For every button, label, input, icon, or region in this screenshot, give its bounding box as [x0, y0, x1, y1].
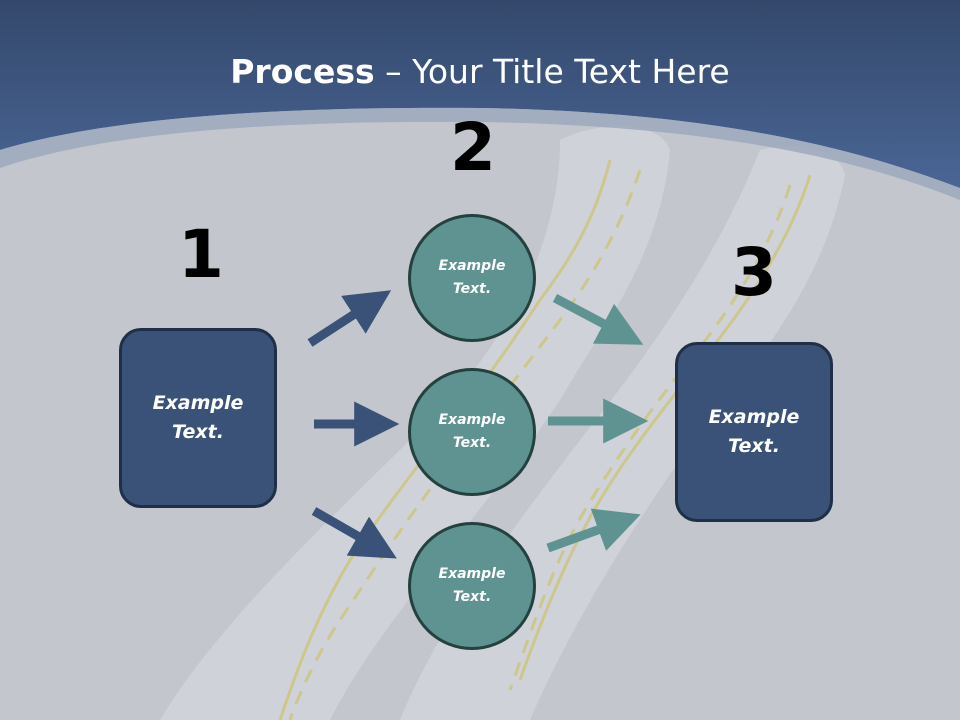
slide-title: Process – Your Title Text Here: [0, 52, 960, 91]
arrow-1-to-2c: [311, 507, 397, 559]
step-3-label: Example Text.: [708, 406, 800, 457]
step-2-label-bottom: Example Text.: [438, 566, 506, 605]
step-1-label: Example Text.: [152, 392, 244, 443]
step-2-circle-bottom: Example Text.: [408, 522, 536, 650]
step-2-label-top: Example Text.: [438, 258, 506, 297]
step-3-box: Example Text.: [675, 342, 833, 522]
step-1-box: Example Text.: [119, 328, 277, 508]
arrow-2a-to-3: [552, 294, 644, 345]
arrow-1-to-2a: [307, 290, 392, 347]
step-2-circle-top: Example Text.: [408, 214, 536, 342]
step-1-number: 1: [178, 216, 224, 293]
step-2-number: 2: [450, 109, 496, 186]
title-bold: Process: [230, 52, 375, 91]
arrow-2c-to-3: [546, 508, 641, 553]
step-2-circle-middle: Example Text.: [408, 368, 536, 496]
step-2-label-middle: Example Text.: [438, 412, 506, 451]
title-rest: – Your Title Text Here: [374, 52, 730, 91]
step-3-number: 3: [731, 234, 777, 311]
